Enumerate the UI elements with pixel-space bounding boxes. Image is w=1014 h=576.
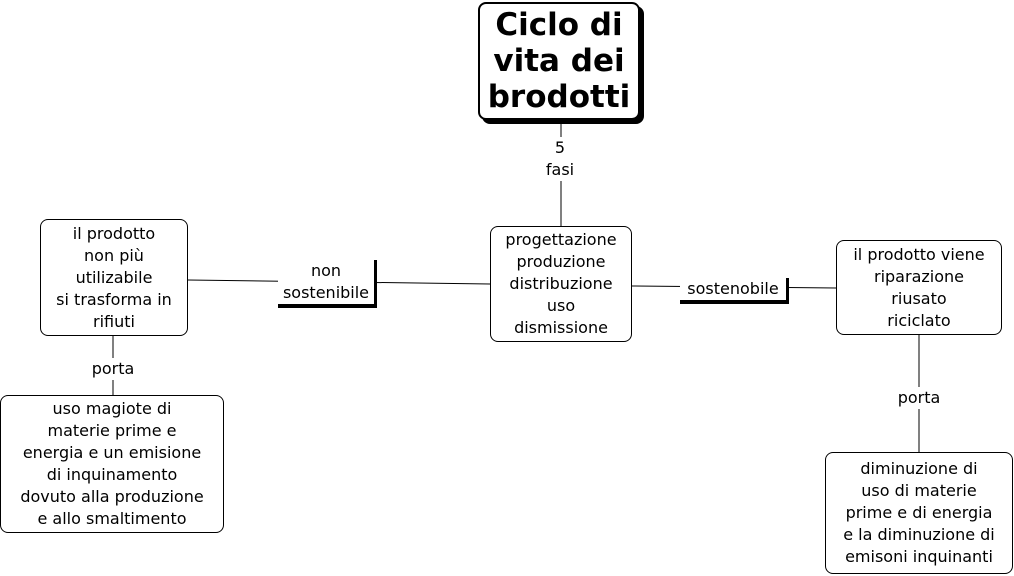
node-unusable-product[interactable]: il prodotto non più utilizabile si trasf… <box>40 219 188 336</box>
node-reduction[interactable]: diminuzione di uso di materie prime e di… <box>825 452 1013 574</box>
link-label-sustainable: sostenobile <box>680 278 789 304</box>
node-repaired-product[interactable]: il prodotto viene riparazione riusato ri… <box>836 240 1002 335</box>
link-label-five-phases: 5 fasi <box>540 137 580 181</box>
link-label-unsustainable: non sostenibile <box>278 260 377 308</box>
node-phases[interactable]: progettazione produzione distribuzione u… <box>490 226 632 342</box>
map-title[interactable]: Ciclo di vita dei brodotti <box>478 2 640 120</box>
link-label-leads-left: porta <box>88 358 138 380</box>
node-raw-materials[interactable]: uso magiote di materie prime e energia e… <box>0 395 224 533</box>
link-label-leads-right: porta <box>893 387 945 409</box>
